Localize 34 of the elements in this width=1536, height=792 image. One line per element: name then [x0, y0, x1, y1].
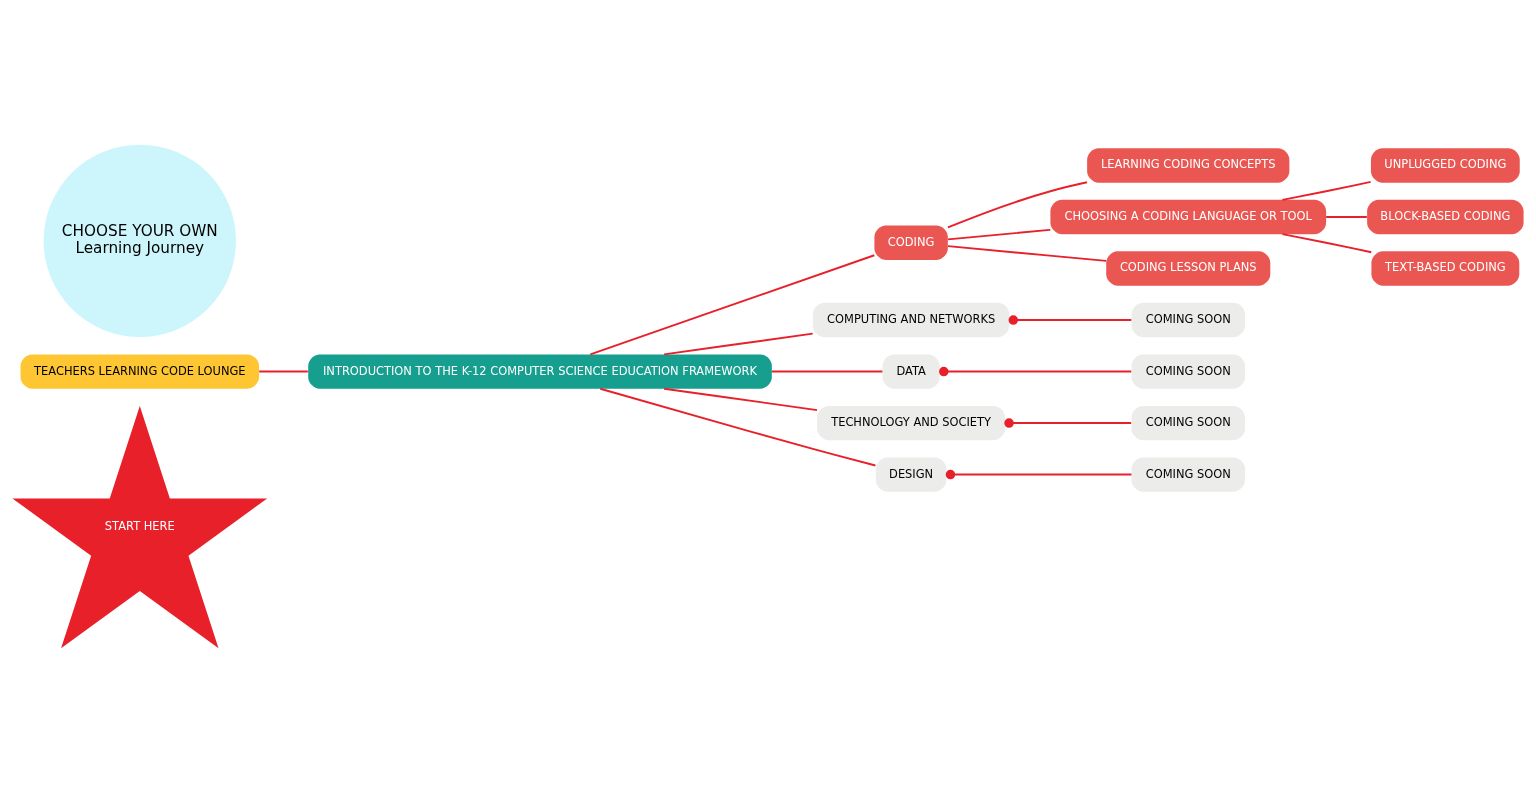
node-circle: CHOOSE YOUR OWN Learning Journey: [43, 144, 236, 337]
node-box: TEACHERS LEARNING CODE LOUNGE: [20, 353, 260, 389]
connector: [1008, 314, 1133, 325]
connector: [1004, 417, 1133, 428]
node-box: TECHNOLOGY AND SOCIETY: [817, 405, 1006, 440]
connector: [770, 370, 884, 372]
connector: [1281, 232, 1373, 253]
connector: [663, 387, 819, 411]
connector: [663, 332, 814, 355]
connector: [946, 180, 1088, 228]
connector: [1325, 215, 1368, 218]
connector: [947, 228, 1052, 240]
connector: [945, 469, 1133, 479]
node-box: TEXT-BASED CODING: [1371, 250, 1520, 286]
connector: [939, 366, 1133, 376]
node-box: COMPUTING AND NETWORKS: [812, 302, 1010, 337]
node-box: DATA: [882, 353, 940, 389]
node-box: DESIGN: [875, 456, 947, 492]
connector: [589, 253, 876, 355]
connector: [947, 244, 1108, 262]
node-box: CODING: [874, 225, 948, 260]
node-box: CHOOSING A CODING LANGUAGE OR TOOL: [1050, 199, 1327, 234]
connector: [1281, 180, 1372, 201]
node-box: CODING LESSON PLANS: [1106, 250, 1271, 286]
node-box: LEARNING CODING CONCEPTS: [1087, 147, 1290, 183]
node-box: COMING SOON: [1131, 456, 1245, 492]
node-box: COMING SOON: [1131, 353, 1245, 389]
node-box: COMING SOON: [1131, 405, 1245, 440]
connector: [599, 387, 877, 466]
node-box: BLOCK-BASED CODING: [1367, 199, 1524, 234]
connector: [258, 370, 309, 372]
node-box: COMING SOON: [1131, 302, 1245, 337]
node-box: UNPLUGGED CODING: [1370, 147, 1520, 183]
node-box: INTRODUCTION TO THE K-12 COMPUTER SCIENCE EDUCATION FRAMEWORK: [308, 353, 772, 389]
